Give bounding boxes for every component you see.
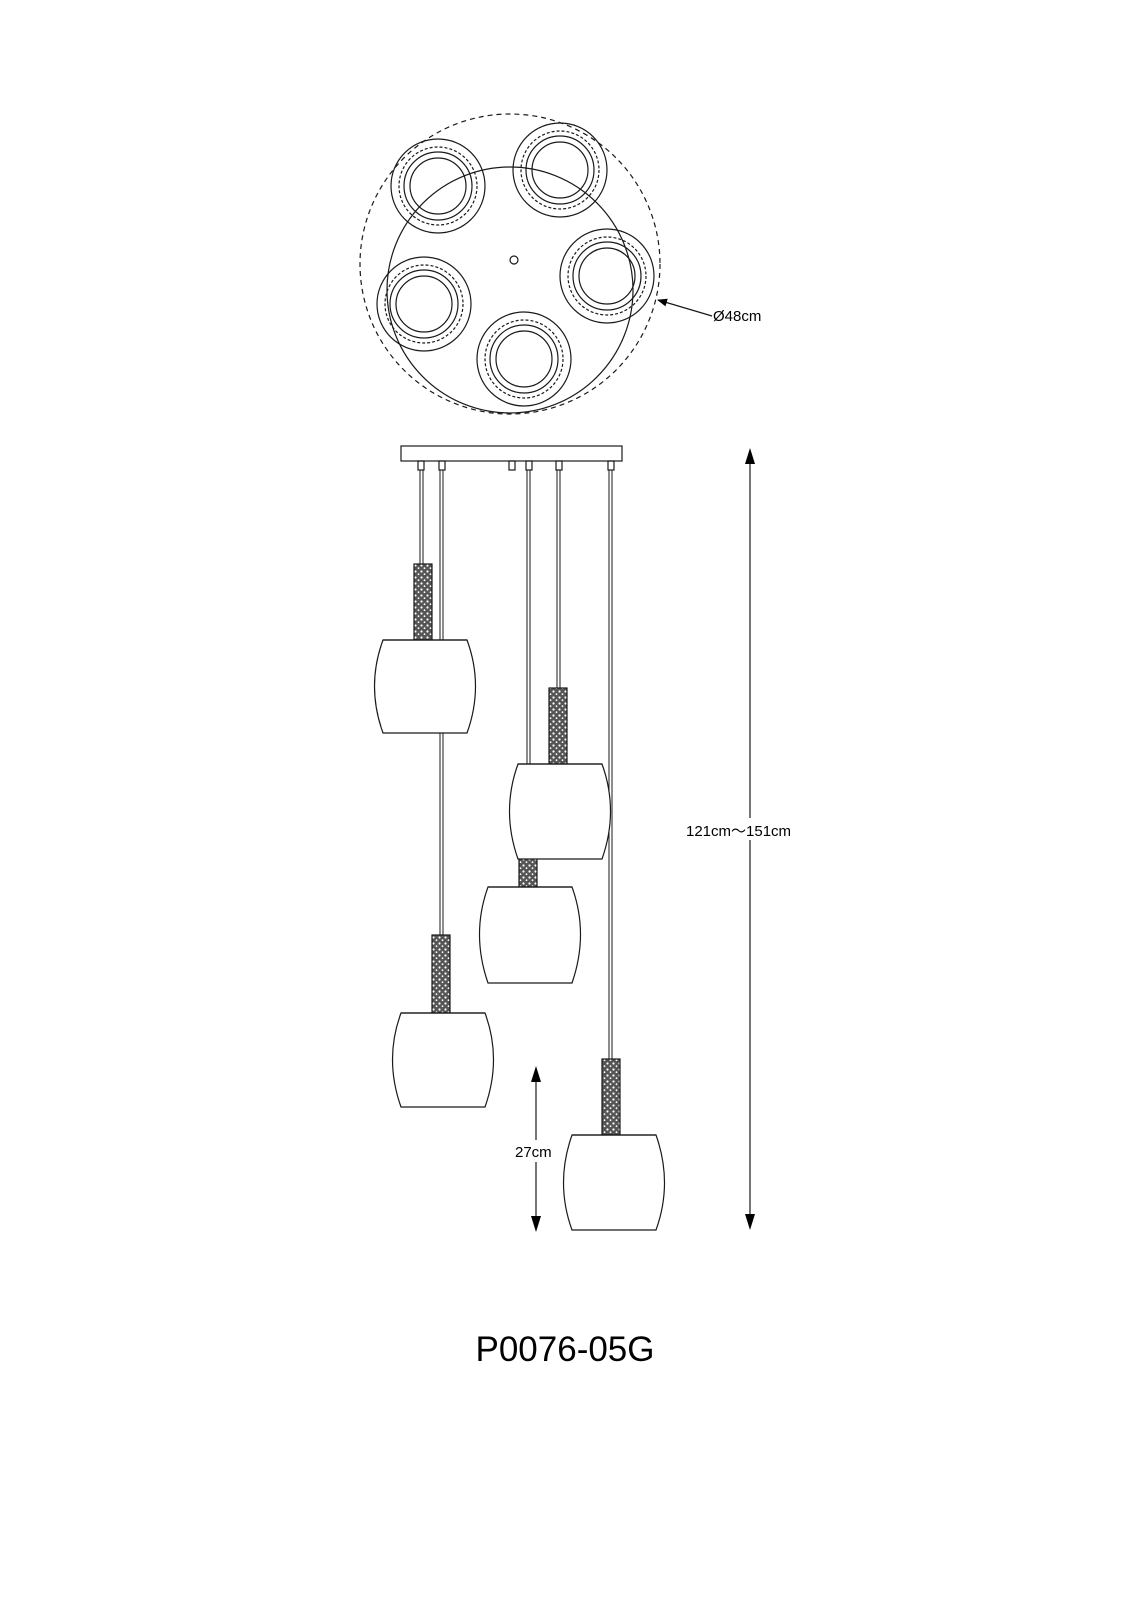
- glass-shade: [391, 1012, 495, 1108]
- cord-grip: [508, 460, 516, 471]
- height-label-bg: [682, 818, 802, 840]
- pendant-holder: [601, 1058, 621, 1136]
- height-label: 121cm～151cm: [686, 823, 791, 840]
- pendant-1: [373, 563, 477, 734]
- diameter-leader-line: [657, 298, 713, 317]
- glass-shade: [562, 1134, 666, 1231]
- pendant-5: [562, 1058, 666, 1231]
- canopy-plate-top: [386, 166, 634, 414]
- side-view: [373, 445, 666, 1231]
- glass-shade: [478, 886, 582, 984]
- shade-top-4: [376, 256, 472, 352]
- outer-diameter-dashed-circle: [359, 113, 661, 415]
- pendant-holder: [518, 856, 538, 888]
- shade-top-2: [512, 122, 608, 218]
- shade-height-label-bg: [512, 1140, 562, 1162]
- cord-grip: [438, 460, 446, 471]
- shade-top-5: [476, 311, 572, 407]
- cord-grip: [555, 460, 563, 471]
- pendant-holder: [548, 687, 568, 765]
- cord-grip: [417, 460, 425, 471]
- pendant-3: [478, 856, 582, 984]
- model-code: P0076-05G: [475, 1330, 654, 1369]
- cord-grip: [525, 460, 533, 471]
- glass-shade: [508, 763, 612, 860]
- top-view: [359, 113, 713, 415]
- pendant-2: [508, 687, 612, 860]
- glass-shade: [373, 639, 477, 734]
- canopy: [400, 445, 623, 462]
- shade-top-3: [559, 228, 655, 324]
- pendant-holder: [413, 563, 433, 641]
- cord-grip: [607, 460, 615, 471]
- diameter-label: Ø48cm: [713, 308, 761, 325]
- pendant-4: [391, 934, 495, 1108]
- pendant-holder: [431, 934, 451, 1014]
- shade-top-1: [390, 138, 486, 234]
- center-hole: [509, 255, 519, 265]
- shade-height-label: 27cm: [515, 1144, 552, 1161]
